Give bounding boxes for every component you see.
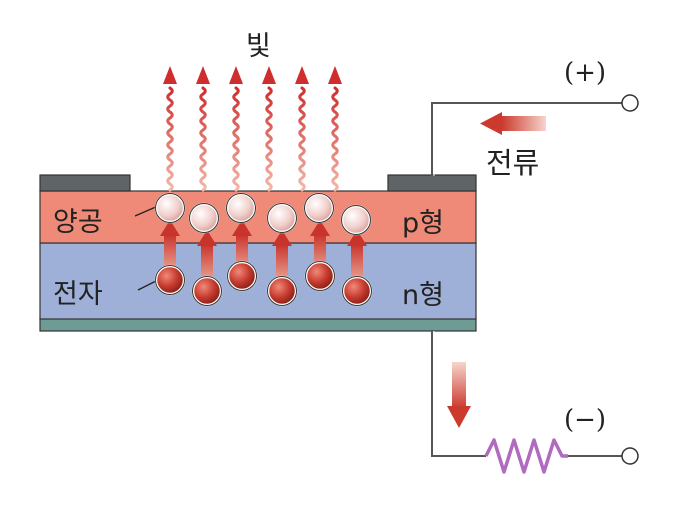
top-electrode-right [387, 174, 477, 192]
hole-group [154, 192, 372, 236]
hole-particle [188, 202, 220, 234]
minus-terminal-label: (−) [564, 405, 607, 435]
hole-particle [340, 204, 372, 236]
arrow-up-icon [232, 220, 252, 270]
hole-particle [303, 192, 335, 224]
hole-particle [225, 192, 257, 224]
arrow-up-icon [272, 230, 292, 280]
arrow-down-icon [447, 362, 471, 428]
p-type-label: p형 [402, 208, 444, 239]
electron-particle [341, 275, 373, 307]
n-type-label: n형 [402, 280, 444, 311]
electron-label: 전자 [53, 279, 103, 310]
light-label: 빛 [246, 31, 271, 62]
electron-particle [154, 264, 186, 296]
current-label: 전류 [486, 146, 540, 180]
arrow-up-icon [197, 230, 217, 280]
electron-particle [226, 260, 258, 292]
p-type-layer [39, 190, 477, 244]
circuit-wires [431, 102, 622, 457]
wavy-arrow-up-icon [295, 66, 309, 192]
top-electrode-left [39, 174, 131, 192]
photon-group [163, 66, 342, 192]
hole-label: 양공 [53, 207, 103, 238]
electron-particle [266, 275, 298, 307]
arrow-left-icon [480, 112, 546, 135]
terminal-circle-icon [621, 94, 639, 112]
wavy-arrow-up-icon [262, 66, 276, 192]
electron-particle [191, 275, 223, 307]
n-type-layer [39, 242, 477, 320]
led-chip [39, 174, 477, 332]
wavy-arrow-up-icon [229, 66, 243, 192]
plus-terminal-label: (+) [564, 58, 607, 88]
bottom-electrode [39, 317, 477, 332]
electron-leader-line [137, 279, 159, 291]
arrow-up-icon [347, 230, 367, 280]
zigzag-resistor-icon [484, 438, 568, 474]
arrow-up-icon [160, 220, 180, 270]
hole-leader-line [134, 205, 159, 217]
electron-group [154, 260, 373, 307]
electron-particle [304, 260, 336, 292]
wavy-arrow-up-icon [163, 66, 177, 192]
wavy-arrow-up-icon [328, 66, 342, 192]
hole-particle [266, 202, 298, 234]
wire-highlight [433, 104, 622, 455]
carrier-arrow-group [160, 220, 367, 280]
wavy-arrow-up-icon [196, 66, 210, 192]
hole-particle [154, 192, 186, 224]
wire-bottom [431, 331, 486, 457]
terminal-circle-icon [621, 447, 639, 465]
arrow-up-icon [310, 220, 330, 270]
wire-top [431, 102, 622, 176]
